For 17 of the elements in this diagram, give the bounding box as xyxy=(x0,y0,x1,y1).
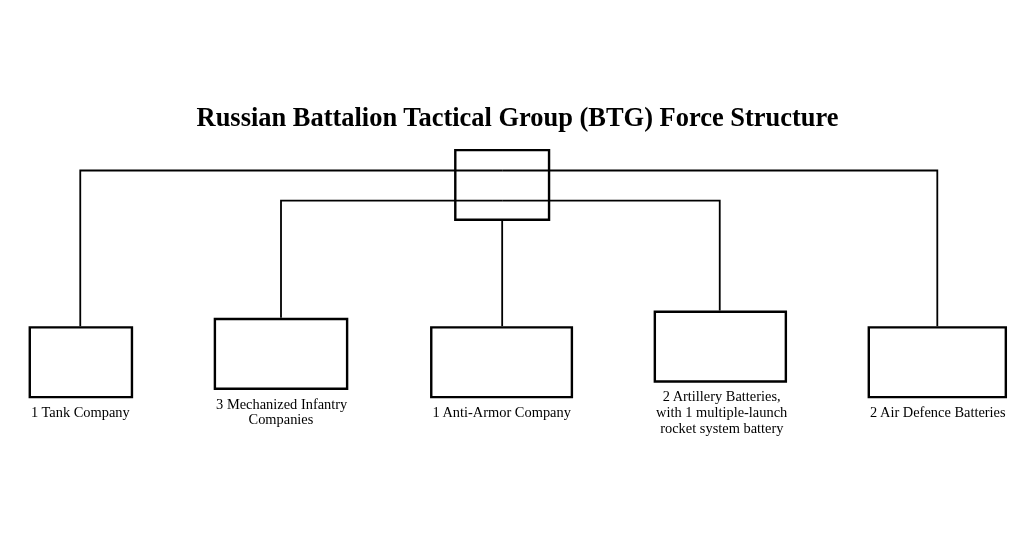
node-label: 2 Artillery Batteries, with 1 multiple-launch rocket system battery xyxy=(656,387,788,436)
node-box xyxy=(454,148,551,221)
node-label: 1 Anti-Armor Company xyxy=(432,403,571,420)
connector xyxy=(280,199,504,319)
connector xyxy=(501,169,939,327)
diagram-title: Russian Battalion Tactical Group (BTG) Force Structure xyxy=(196,101,839,132)
connector xyxy=(501,219,504,327)
connector xyxy=(501,199,721,311)
node-label: 1 Tank Company xyxy=(30,403,130,420)
node-label: 3 Mechanized Infantry Companies xyxy=(216,395,348,427)
node-box xyxy=(653,310,788,383)
connector xyxy=(79,169,504,327)
node-box xyxy=(430,325,574,398)
node-label: 2 Air Defence Batteries xyxy=(869,403,1006,420)
node-box xyxy=(867,325,1008,398)
node-box xyxy=(213,317,349,390)
node-box xyxy=(28,325,134,398)
